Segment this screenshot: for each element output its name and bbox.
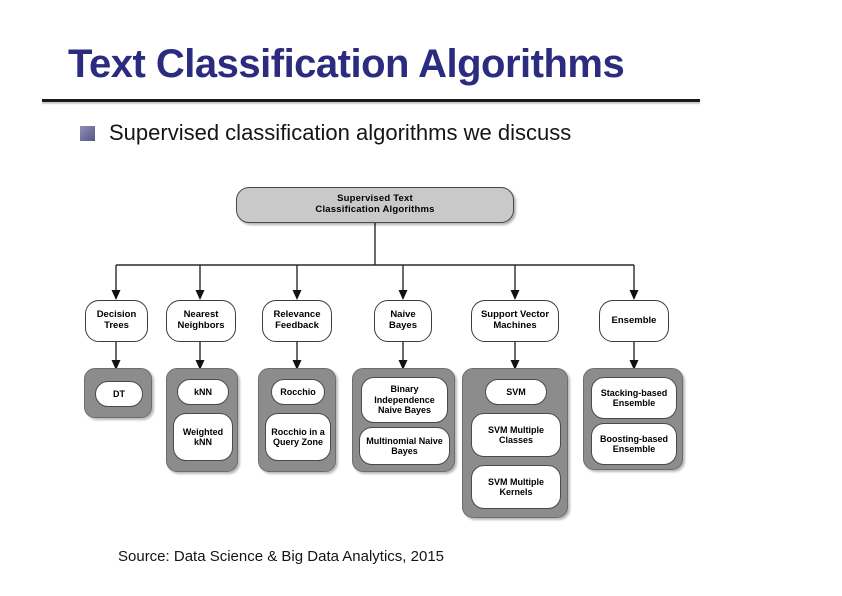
leaf-label-line2: Bayes: [391, 446, 418, 456]
leaf-group-naive-bayes: Binary Independence Naive Bayes Multinom…: [352, 368, 455, 472]
source-caption: Source: Data Science & Big Data Analytic…: [118, 548, 445, 565]
category-node-support-vector-machines[interactable]: Support Vector Machines: [471, 300, 559, 342]
leaf-node-multinomial-naive-bayes[interactable]: Multinomial Naive Bayes: [359, 427, 450, 465]
leaf-group-decision-trees: DT: [84, 368, 152, 418]
root-label-line2: Classification Algorithms: [315, 204, 435, 215]
leaf-label-line1: Rocchio in a: [271, 426, 325, 437]
category-node-relevance-feedback[interactable]: Relevance Feedback: [262, 300, 332, 342]
leaf-group-nearest-neighbors: kNN Weighted kNN: [166, 368, 238, 472]
leaf-label-line1: kNN: [193, 386, 212, 397]
category-node-decision-trees[interactable]: Decision Trees: [85, 300, 148, 342]
leaf-group-ensemble: Stacking-based Ensemble Boosting-based E…: [583, 368, 683, 470]
category-node-nearest-neighbors[interactable]: Nearest Neighbors: [166, 300, 236, 342]
leaf-node-rocchio[interactable]: Rocchio: [271, 379, 325, 405]
category-node-ensemble[interactable]: Ensemble: [599, 300, 669, 342]
leaf-label-line2: Ensemble: [612, 444, 656, 454]
root-node[interactable]: Supervised Text Classification Algorithm…: [236, 187, 514, 223]
category-label-line1: Nearest: [183, 309, 219, 321]
leaf-label-line1: Rocchio: [280, 386, 316, 397]
leaf-label-line2: Independence: [374, 394, 435, 405]
category-label-line2: Feedback: [275, 320, 319, 331]
leaf-label-line2: Ensemble: [612, 398, 656, 408]
category-label-line1: Decision: [96, 309, 137, 321]
leaf-label-line2: kNN: [193, 437, 212, 447]
leaf-group-relevance-feedback: Rocchio Rocchio in a Query Zone: [258, 368, 336, 472]
category-node-naive-bayes[interactable]: Naive Bayes: [374, 300, 432, 342]
leaf-node-knn[interactable]: kNN: [177, 379, 229, 405]
leaf-label-line2: Kernels: [499, 487, 533, 497]
leaf-label-line1: SVM Multiple: [488, 476, 544, 487]
category-label-line1: Ensemble: [611, 314, 657, 326]
leaf-label-line2: Query Zone: [272, 437, 323, 447]
title-divider: [42, 99, 700, 102]
leaf-node-dt[interactable]: DT: [95, 381, 143, 407]
leaf-label-line1: Weighted: [182, 426, 224, 437]
category-label-line1: Relevance: [273, 309, 321, 321]
leaf-node-boosting-based-ensemble[interactable]: Boosting-based Ensemble: [591, 423, 677, 465]
category-label-line2: Bayes: [389, 320, 417, 331]
category-label-line2: Machines: [493, 320, 537, 331]
leaf-label-line3: Naive Bayes: [377, 405, 432, 416]
bullet-text: Supervised classification algorithms we …: [109, 120, 572, 145]
root-label-line1: Supervised Text: [337, 193, 413, 205]
square-bullet-icon: [80, 125, 95, 141]
leaf-node-rocchio-query-zone[interactable]: Rocchio in a Query Zone: [265, 413, 331, 461]
category-label-line1: Support Vector: [480, 309, 550, 321]
page-title: Text Classification Algorithms: [68, 42, 625, 86]
leaf-node-stacking-based-ensemble[interactable]: Stacking-based Ensemble: [591, 377, 677, 419]
tree-connectors: [111, 223, 639, 370]
leaf-label-line1: Stacking-based: [600, 387, 668, 398]
leaf-label-line1: Boosting-based: [599, 433, 668, 444]
bullet-row: Supervised classification algorithms we …: [80, 120, 571, 146]
leaf-label-line1: SVM: [506, 386, 526, 397]
leaf-label-line1: Binary: [390, 384, 419, 395]
leaf-node-svm-multiple-kernels[interactable]: SVM Multiple Kernels: [471, 465, 561, 509]
category-label-line2: Neighbors: [177, 320, 225, 331]
leaf-label-line1: DT: [113, 388, 125, 399]
leaf-node-svm[interactable]: SVM: [485, 379, 547, 405]
leaf-label-line2: Classes: [498, 435, 534, 445]
leaf-group-support-vector-machines: SVM SVM Multiple Classes SVM Multiple Ke…: [462, 368, 568, 518]
leaf-node-binary-independence-naive-bayes[interactable]: Binary Independence Naive Bayes: [361, 377, 448, 423]
category-label-line1: Naive: [390, 309, 416, 321]
leaf-label-line1: Multinomial Naive: [366, 435, 443, 446]
leaf-node-svm-multiple-classes[interactable]: SVM Multiple Classes: [471, 413, 561, 457]
leaf-label-line1: SVM Multiple: [488, 424, 544, 435]
classification-tree-diagram: Supervised Text Classification Algorithm…: [0, 170, 842, 530]
leaf-node-weighted-knn[interactable]: Weighted kNN: [173, 413, 233, 461]
category-label-line2: Trees: [104, 320, 129, 331]
